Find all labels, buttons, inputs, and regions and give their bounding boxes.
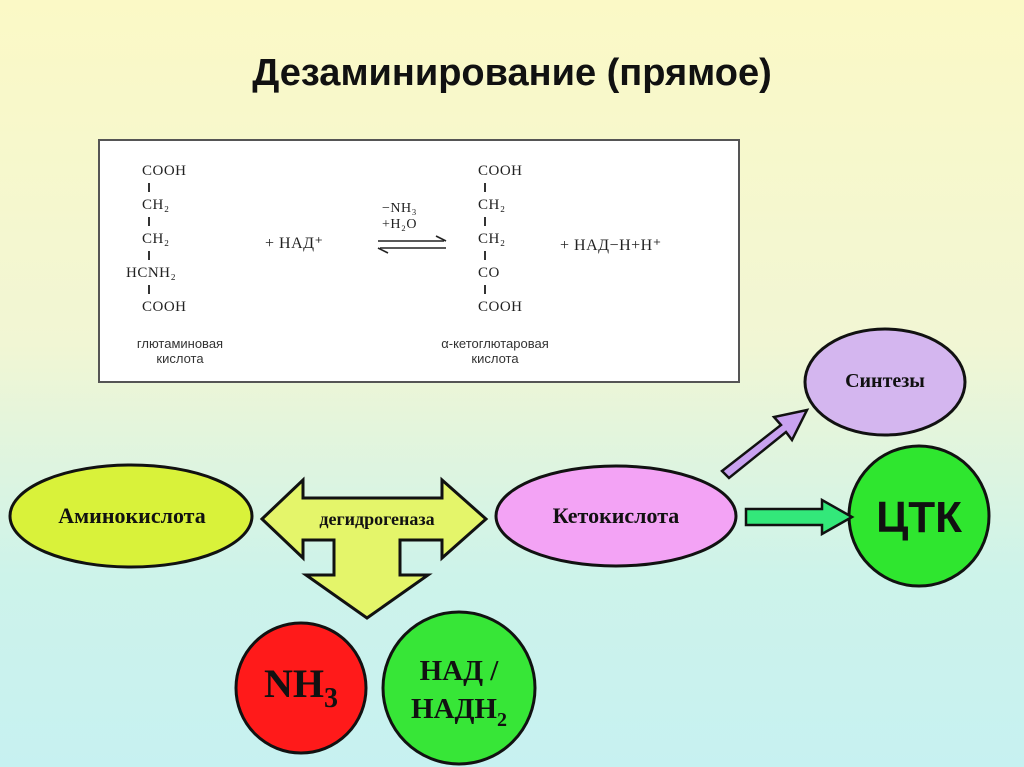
synthesis-label: Синтезы (845, 370, 925, 392)
nh3-node (234, 621, 368, 755)
reaction-equation-panel: COOH CH₂ CH₂ HCNH₂ COOH глютаминовая кис… (98, 139, 740, 383)
reversible-arrow-icon (377, 235, 447, 254)
keto-acid-label: Кетокислота (552, 503, 680, 528)
bond (484, 251, 486, 260)
amino-acid-node (8, 463, 254, 569)
right-chain-co: CO (478, 265, 500, 281)
page-title: Дезаминирование (прямое) (252, 52, 772, 94)
bond (484, 183, 486, 192)
bond (148, 251, 150, 260)
nad-subscript: 2 (497, 709, 507, 731)
keto-acid-node (494, 464, 738, 568)
left-chain-cooh-bottom: COOH (142, 299, 187, 315)
nad-label: НАД / НАДН2 (383, 652, 535, 739)
nh3-text: NH (264, 661, 324, 706)
tca-label: ЦТК (876, 493, 962, 542)
dehydrogenase-arrow (259, 476, 489, 620)
right-caption-line1: α-кетоглютаровая (441, 336, 549, 351)
bond (148, 217, 150, 226)
bond (148, 183, 150, 192)
keto-to-synthesis-arrow (720, 408, 810, 480)
right-chain-ch2-b: CH₂ (478, 231, 506, 247)
left-caption-line1: глютаминовая (136, 336, 224, 351)
nh3-label: NH3 (236, 660, 366, 715)
nh3-subscript: 3 (324, 683, 338, 714)
left-chain-ch2-a: CH₂ (142, 197, 170, 213)
nad-node (381, 610, 537, 766)
bond (148, 285, 150, 294)
amino-acid-label: Аминокислота (58, 503, 206, 528)
dehydrogenase-label: дегидрогеназа (319, 509, 435, 529)
arrow-label-plus-h2o: +H₂O (382, 217, 417, 232)
nad-line1: НАД / (419, 655, 499, 687)
bond (484, 285, 486, 294)
right-chain-cooh-top: COOH (478, 163, 523, 179)
left-chain-ch2-b: CH₂ (142, 231, 170, 247)
nad-line2: НАДН2 (383, 690, 535, 739)
nad-line2-text: НАДН (410, 693, 497, 725)
bond (484, 217, 486, 226)
right-chain-ch2-a: CH₂ (478, 197, 506, 213)
plus-nad: + НАД⁺ (265, 235, 324, 252)
left-chain-cooh-top: COOH (142, 163, 187, 179)
right-caption-line2: кислота (471, 351, 519, 366)
products: + НАД−Н+Н⁺ (560, 237, 662, 254)
right-chain-cooh-bottom: COOH (478, 299, 523, 315)
keto-to-tca-arrow (744, 497, 855, 537)
synthesis-node (803, 327, 967, 437)
left-caption-line2: кислота (156, 351, 204, 366)
left-chain-hcnh2: HCNH₂ (126, 265, 177, 281)
arrow-label-minus-nh3: −NH₃ (382, 201, 417, 216)
